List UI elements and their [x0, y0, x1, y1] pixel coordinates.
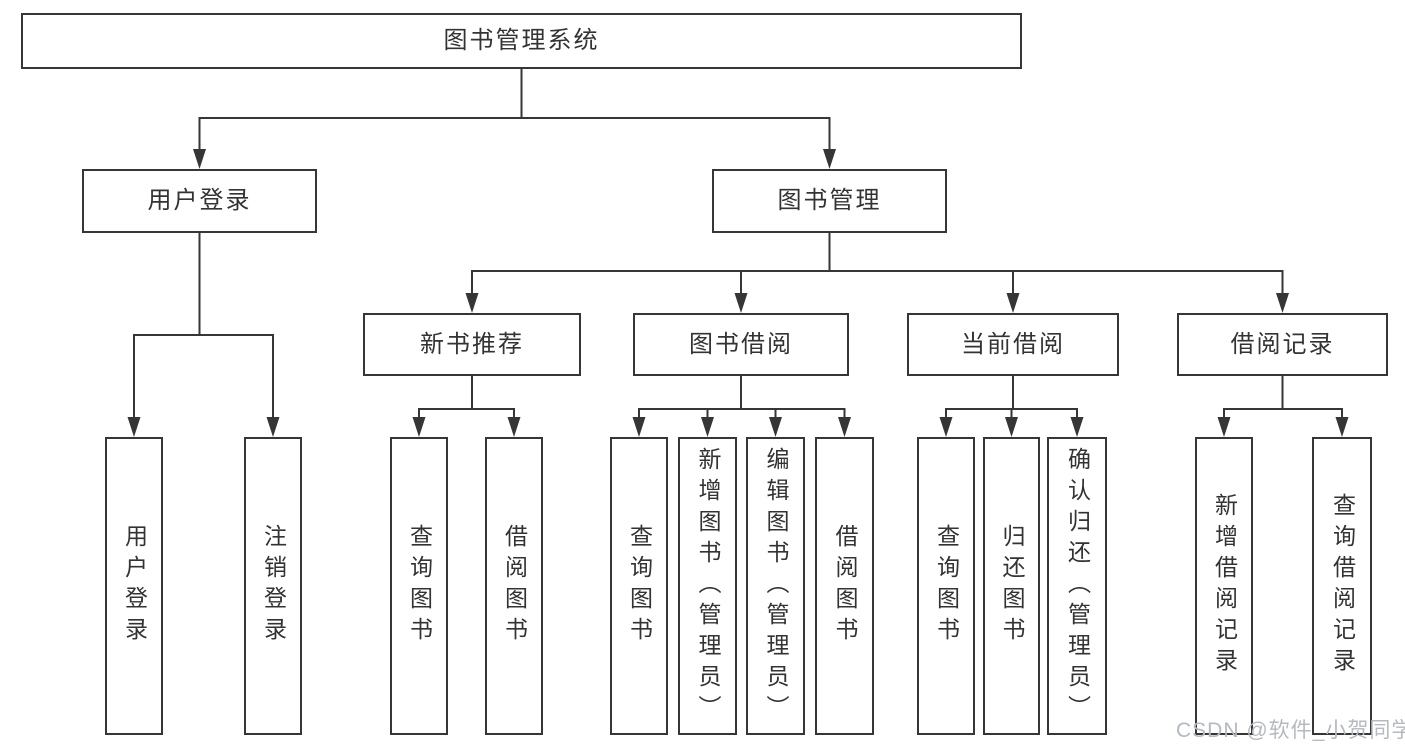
node-current-borrow: 当前借阅 [907, 313, 1119, 376]
node-leaf-add-record: 新增借阅记录 [1195, 437, 1253, 735]
arrowhead-icon [412, 417, 426, 437]
node-leaf-logout: 注销登录 [244, 437, 302, 735]
node-leaf-add-book: 新增图书（管理员） [678, 437, 737, 735]
node-leaf-confirm-return: 确认归还（管理员） [1047, 437, 1107, 735]
arrowhead-icon [769, 417, 782, 437]
node-label: 查询图书 [933, 524, 960, 648]
node-borrow-records: 借阅记录 [1177, 313, 1388, 376]
arrowhead-icon [1335, 417, 1349, 437]
arrowhead-icon [1276, 293, 1289, 313]
node-leaf-borrow-book-1: 借阅图书 [485, 437, 543, 735]
node-label: 查询图书 [406, 524, 433, 648]
arrowhead-icon [734, 293, 748, 313]
node-leaf-borrow-book-2: 借阅图书 [815, 437, 874, 735]
node-leaf-query-book-2: 查询图书 [610, 437, 668, 735]
arrowhead-icon [266, 417, 280, 437]
arrowhead-icon [701, 417, 714, 437]
node-label: 确认归还（管理员） [1064, 446, 1091, 726]
arrowhead-icon [127, 417, 141, 437]
node-book-borrow: 图书借阅 [633, 313, 849, 376]
node-label: 新增借阅记录 [1211, 493, 1238, 679]
node-label: 用户登录 [121, 524, 148, 648]
node-label: 注销登录 [260, 524, 287, 648]
arrowhead-icon [193, 149, 206, 169]
arrowhead-icon [838, 417, 851, 437]
node-label: 归还图书 [999, 524, 1025, 648]
arrowhead-icon [507, 417, 521, 437]
node-label: 查询借阅记录 [1329, 493, 1356, 679]
watermark: CSDN @软件_小贺同学 [1176, 719, 1405, 742]
node-leaf-user-login: 用户登录 [105, 437, 163, 735]
node-label: 借阅图书 [501, 524, 528, 648]
node-label: 查询图书 [626, 524, 653, 648]
node-label: 当前借阅 [961, 330, 1065, 358]
node-label: 编辑图书（管理员） [763, 446, 789, 726]
arrowhead-icon [1006, 293, 1020, 313]
node-leaf-edit-book: 编辑图书（管理员） [746, 437, 805, 735]
node-label: 借阅图书 [832, 524, 858, 648]
node-leaf-return-book: 归还图书 [983, 437, 1040, 735]
node-leaf-query-book-1: 查询图书 [390, 437, 448, 735]
arrowhead-icon [632, 417, 646, 437]
node-label: 图书管理 [777, 187, 882, 214]
node-root: 图书管理系统 [21, 13, 1022, 69]
node-user-login: 用户登录 [82, 169, 317, 233]
node-leaf-query-record: 查询借阅记录 [1312, 437, 1372, 735]
arrowhead-icon [1005, 417, 1018, 437]
arrowhead-icon [1070, 417, 1084, 437]
arrowhead-icon [823, 149, 836, 169]
node-label: 图书借阅 [689, 330, 793, 358]
node-new-book-rec: 新书推荐 [363, 313, 581, 376]
node-label: 新书推荐 [420, 330, 524, 358]
node-book-mgmt: 图书管理 [712, 169, 947, 233]
arrowhead-icon [1217, 417, 1231, 437]
arrowhead-icon [939, 417, 953, 437]
node-leaf-query-book-3: 查询图书 [917, 437, 975, 735]
node-label: 新增图书（管理员） [695, 446, 721, 726]
node-label: 借阅记录 [1230, 330, 1335, 358]
arrowhead-icon [465, 293, 479, 313]
node-label: 用户登录 [147, 187, 252, 214]
node-label: 图书管理系统 [443, 27, 600, 54]
